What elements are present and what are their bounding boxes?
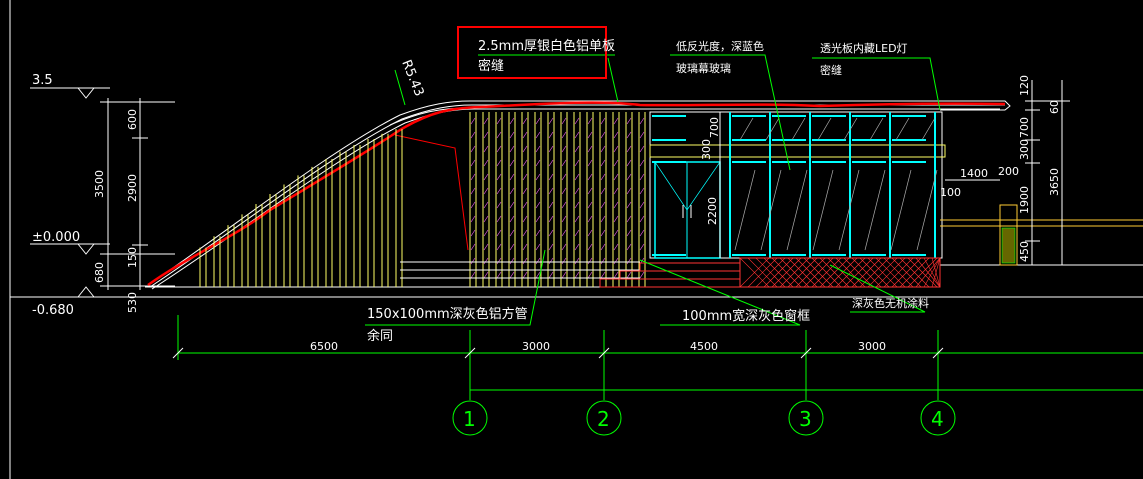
bay-dim-1: 6500: [310, 340, 338, 353]
dim-600: 600: [126, 109, 139, 130]
right-fence: [940, 204, 1143, 266]
dim-60: 60: [1048, 100, 1061, 114]
grid-axis-4[interactable]: 4: [920, 400, 956, 436]
dim-3500: 3500: [93, 170, 106, 198]
level-zero-label: ±0.000: [32, 230, 80, 245]
glass-label-line2: 玻璃幕玻璃: [676, 61, 731, 75]
led-label-line2: 密缝: [820, 63, 842, 77]
grid-axis-1[interactable]: 1: [452, 400, 488, 436]
dim-700-mid: 700: [708, 117, 721, 138]
annotation-leaders: [365, 54, 941, 326]
tube-hatching: [470, 117, 645, 279]
base-paint-hatch: [739, 257, 941, 288]
tube-label-line1: 150x100mm深灰色铝方管: [367, 306, 528, 322]
bay-dim-2: 3000: [522, 340, 550, 353]
tube-label-line2: 余同: [367, 328, 393, 344]
glass-label-line1: 低反光度，深蓝色: [676, 39, 764, 53]
dim-1900: 1900: [1018, 186, 1031, 214]
bay-dim-4: 3000: [858, 340, 886, 353]
frame-label: 100mm宽深灰色窗框: [682, 308, 810, 324]
dim-3650: 3650: [1048, 168, 1061, 196]
radius-label: R5.43: [398, 58, 426, 99]
glass-curtain-wall: [649, 111, 946, 259]
grid-axis-2[interactable]: 2: [586, 400, 622, 436]
highlight-box: [457, 26, 607, 79]
level-marker-zero: ±0.000: [30, 230, 110, 255]
led-label-line1: 透光板内藏LED灯: [820, 41, 908, 55]
dim-300-right: 300: [1018, 139, 1031, 160]
bay-dimension-line: [177, 315, 1143, 400]
dim-2900: 2900: [126, 174, 139, 202]
panel-label-line2: 密缝: [478, 58, 504, 74]
dim-120: 120: [1018, 75, 1031, 96]
dim-100: 100: [940, 186, 961, 199]
dim-680: 680: [93, 262, 106, 283]
dim-530: 530: [126, 292, 139, 313]
red-leader: [394, 134, 469, 251]
svg-text:1: 1: [463, 407, 476, 431]
dim-700-right: 700: [1018, 117, 1031, 138]
dim-200: 200: [998, 165, 1019, 178]
level-marker-top: 3.5: [30, 73, 110, 99]
level-top-label: 3.5: [32, 73, 53, 88]
paint-label: 深灰色无机涂料: [852, 296, 929, 310]
level-marker-bottom: -0.680: [30, 286, 110, 318]
left-dimension-lines: [100, 98, 175, 290]
dim-1400: 1400: [960, 167, 988, 180]
panel-label-line1: 2.5mm厚银白色铝单板: [478, 38, 615, 54]
bay-dim-3: 4500: [690, 340, 718, 353]
svg-text:2: 2: [597, 407, 610, 431]
grid-axis-3[interactable]: 3: [788, 400, 824, 436]
steps: [599, 262, 741, 288]
right-dimension-lines: [1025, 80, 1070, 266]
svg-text:4: 4: [931, 407, 944, 431]
dim-450: 450: [1018, 241, 1031, 262]
dim-300-mid: 300: [700, 139, 713, 160]
dim-2200: 2200: [706, 197, 719, 225]
aluminium-tubes: [199, 112, 646, 287]
level-bottom-label: -0.680: [32, 303, 74, 318]
dim-150: 150: [126, 247, 139, 268]
svg-text:3: 3: [799, 407, 812, 431]
